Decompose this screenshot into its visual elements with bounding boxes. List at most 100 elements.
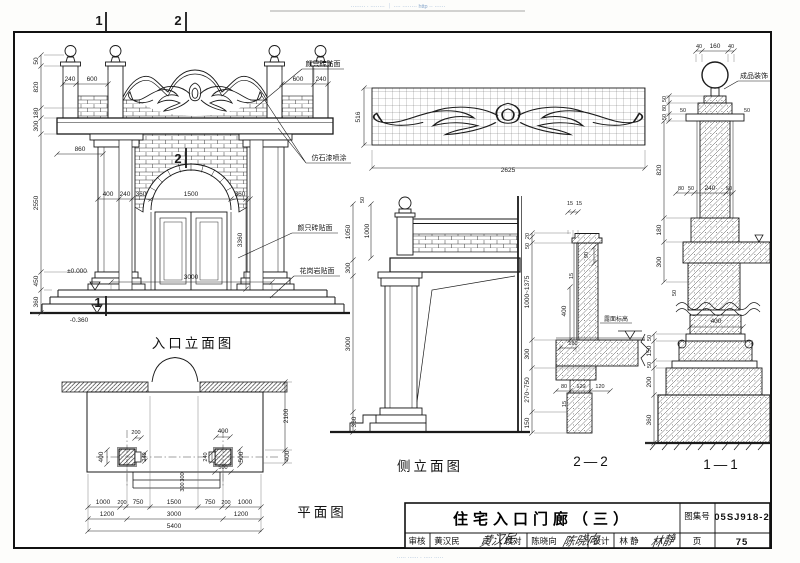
dim-label: 500 — [238, 451, 245, 462]
dim-label: 300 — [33, 120, 40, 131]
dimension-line — [368, 201, 374, 261]
page-number: 75 — [736, 537, 749, 548]
designer-signature: 林静 — [649, 532, 677, 550]
dim-label: 240 — [316, 76, 327, 83]
dimension-line — [567, 284, 573, 343]
dimension-line — [38, 52, 44, 316]
dim-label: 360 — [235, 191, 246, 198]
figure-plan — [61, 357, 292, 532]
dimension-line — [104, 447, 110, 467]
level-mark — [89, 281, 103, 314]
dim-label: 50 — [662, 114, 668, 120]
dim-label: 400 — [98, 451, 105, 462]
dim-label: 120 — [576, 384, 585, 390]
caption-section-2-2: 2—2 — [573, 454, 611, 469]
dimension-line — [85, 516, 264, 522]
watermark-top: ········ · ········ ｜ ···· ········ http… — [351, 3, 446, 10]
annotation-layer: 颜只砖贴面 仿石漆喷涂 颜只砖贴面 花岗岩贴面 成品装饰 露面标高 — [237, 59, 770, 324]
dim-label: 240 — [705, 185, 716, 192]
atlas-no-value: 05SJ918-2 — [714, 512, 769, 523]
dim-label: 3360 — [237, 232, 244, 247]
dimension-line — [108, 279, 275, 285]
dimension-line — [212, 469, 234, 475]
annotation-brick-facing-column: 颜只砖贴面 — [298, 223, 333, 232]
dim-label: 400 — [218, 428, 229, 435]
dim-label: 300 — [524, 348, 531, 359]
dim-label: 50 — [680, 108, 686, 114]
dim-label: 820 — [656, 164, 663, 175]
dimension-line — [279, 81, 331, 87]
dim-label: 300 — [180, 472, 186, 481]
dim-label: 1000 — [238, 499, 253, 506]
dimension-line — [651, 331, 657, 446]
dim-label: 600 — [293, 76, 304, 83]
dim-label: 360 — [351, 416, 358, 427]
proof-label: 校对 — [504, 536, 522, 546]
dim-label: 3000 — [167, 511, 182, 518]
dim-label: 200 — [646, 376, 653, 387]
dim-label: 150 — [646, 345, 653, 356]
dim-label: 300 — [656, 256, 663, 267]
dim-label: 15 — [576, 201, 582, 207]
dim-label: 400 — [103, 191, 114, 198]
dim-label: 400 — [711, 318, 722, 325]
dimension-line — [661, 118, 667, 285]
dim-label: 240 — [142, 452, 148, 461]
dimension-line — [369, 165, 648, 171]
dim-label: 50 — [672, 290, 678, 296]
dimension-line — [213, 434, 233, 440]
dim-label: 160 — [710, 43, 721, 50]
dim-label: 820 — [33, 81, 40, 92]
dim-label: 200 — [131, 430, 140, 436]
dim-label: 360 — [136, 191, 147, 198]
dim-label: 240 — [120, 191, 131, 198]
level-mark — [754, 234, 764, 243]
dim-label: 80 — [662, 105, 668, 111]
dim-label: 50 — [688, 186, 694, 192]
dimension-line — [85, 528, 264, 534]
dim-label: 15 — [567, 201, 573, 207]
caption-section-1-1: 1—1 — [703, 457, 741, 472]
dim-label: 450 — [33, 275, 40, 286]
dimension-line — [529, 230, 535, 436]
dim-label: 3000 — [345, 336, 352, 351]
watermark-bottom: ····· ······ · ····· ····· — [397, 555, 444, 561]
section-mark-label: 2 — [174, 151, 181, 166]
dim-label: 1000 — [364, 223, 371, 238]
design-label: 设计 — [592, 536, 610, 546]
dim-label: 1200 — [234, 511, 249, 518]
dim-label: 40 — [728, 44, 734, 50]
dimension-line — [209, 450, 215, 464]
dim-label: 1200 — [100, 511, 115, 518]
figure-section-2-2 — [534, 230, 650, 434]
dimension-line — [237, 446, 243, 468]
dim-label: 50 — [744, 108, 750, 114]
figure-entrance-elevation — [30, 12, 350, 316]
caption-plan: 平面图 — [297, 505, 347, 520]
dim-label: 400 — [561, 305, 568, 316]
dim-label: 300 — [180, 482, 186, 491]
decor-strip-detail — [364, 87, 646, 168]
dim-label: 5400 — [167, 523, 182, 530]
dim-label: 300 — [345, 262, 352, 273]
dim-label: 1000~1375 — [524, 275, 531, 308]
dim-label: 15 — [562, 401, 568, 407]
dimension-line — [142, 450, 148, 464]
atlas-no-label: 图集号 — [684, 511, 710, 521]
dim-label: 180 — [33, 107, 40, 118]
dim-label: 50 — [647, 362, 653, 368]
caption-entrance-elevation: 入口立面图 — [152, 336, 235, 351]
door-swing — [151, 357, 199, 383]
title-block: 住宅入口门廊（三） 图集号 05SJ918-2 审核 黄汉民 黄汉民 校对 陈晓… — [404, 502, 771, 550]
dim-label: 50 — [525, 243, 531, 249]
section-mark-label: 2 — [174, 13, 181, 28]
annotation-finished-ornament: 成品装饰 — [740, 71, 768, 80]
dim-label: 50 — [662, 96, 668, 102]
dim-label: 3000 — [184, 274, 199, 281]
annotation-granite-facing: 花岗岩贴面 — [300, 266, 335, 275]
annotation-brick-facing-top: 颜只砖贴面 — [306, 59, 341, 68]
dim-label: 120 — [595, 384, 604, 390]
dim-label: 50 — [33, 57, 40, 65]
section-cut-line — [105, 12, 187, 316]
